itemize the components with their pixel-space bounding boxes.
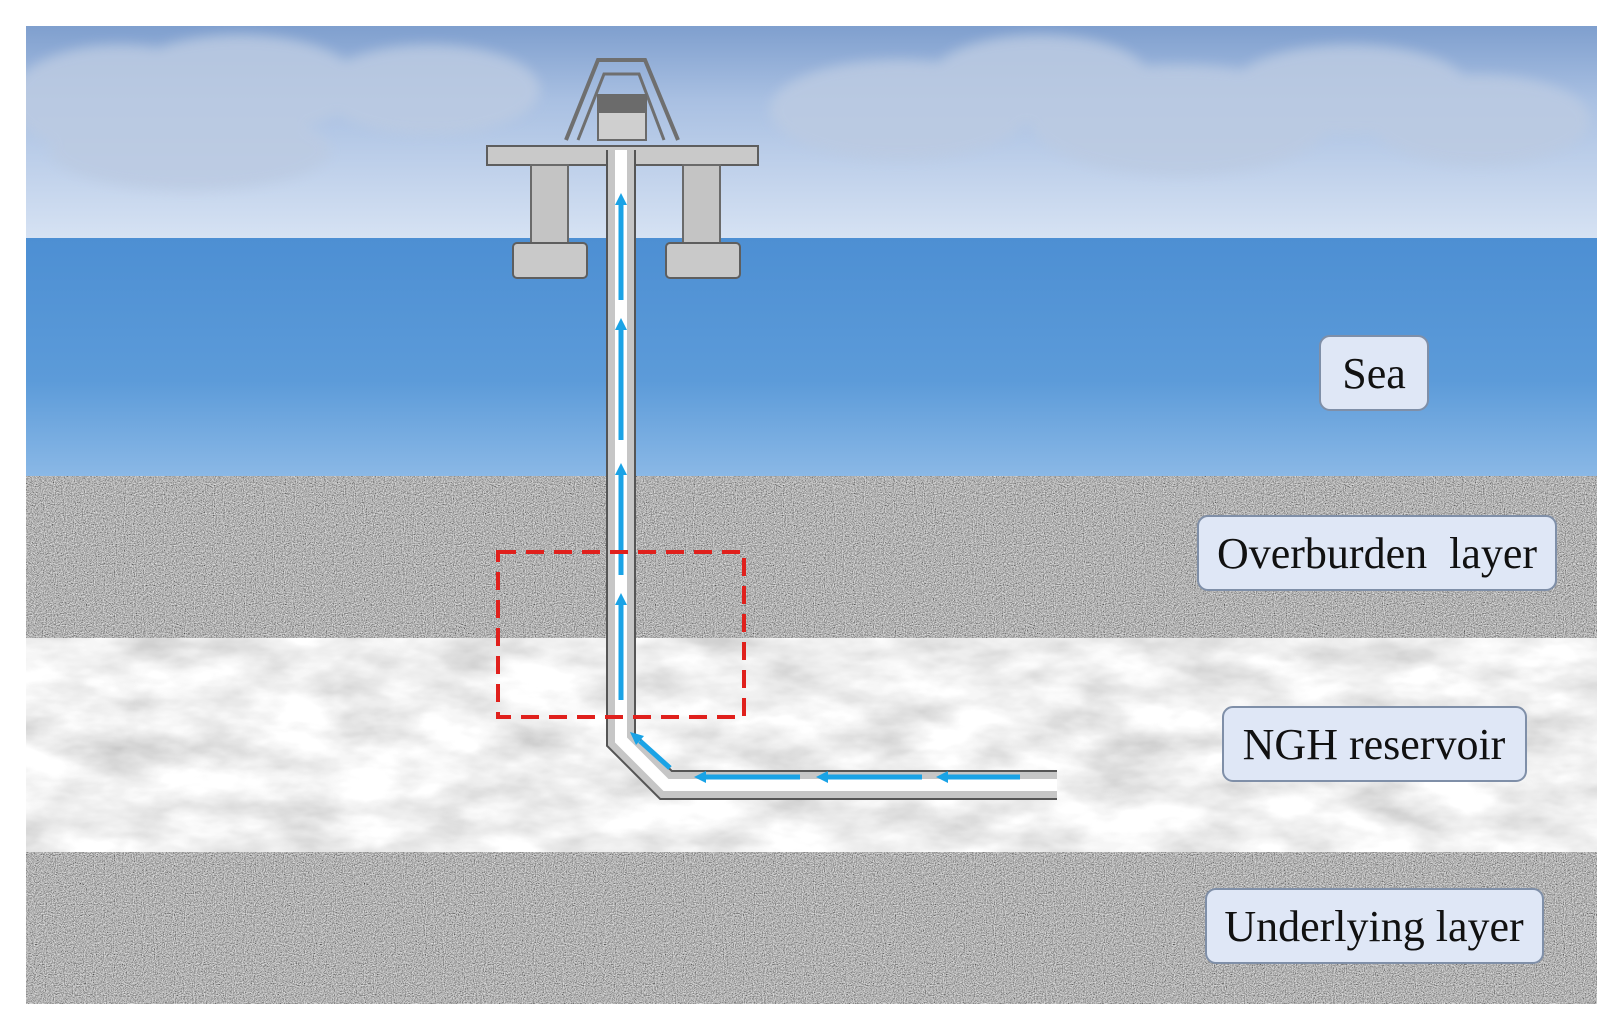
flow-arrows bbox=[615, 193, 1020, 783]
flow-arrow-icon bbox=[630, 732, 672, 770]
flow-arrow-icon bbox=[936, 771, 1020, 783]
flow-arrow-icon bbox=[694, 771, 800, 783]
label-reservoir: NGH reservoir bbox=[1222, 706, 1527, 782]
flow-arrow-icon bbox=[615, 593, 627, 700]
label-overburden-text: Overburden layer bbox=[1217, 529, 1537, 578]
highlight-box bbox=[496, 550, 746, 719]
label-underlying-text: Underlying layer bbox=[1224, 902, 1524, 951]
flow-arrow-icon bbox=[615, 318, 627, 440]
wellbore-icon bbox=[606, 150, 1057, 800]
flow-arrow-icon bbox=[615, 463, 627, 575]
label-underlying: Underlying layer bbox=[1205, 888, 1544, 964]
clouds bbox=[26, 35, 1590, 190]
flow-arrow-icon bbox=[615, 193, 627, 300]
flow-arrow-icon bbox=[816, 771, 922, 783]
label-reservoir-text: NGH reservoir bbox=[1243, 720, 1506, 769]
label-overburden: Overburden layer bbox=[1197, 515, 1557, 591]
label-sea-text: Sea bbox=[1342, 349, 1406, 398]
label-sea: Sea bbox=[1319, 335, 1429, 411]
